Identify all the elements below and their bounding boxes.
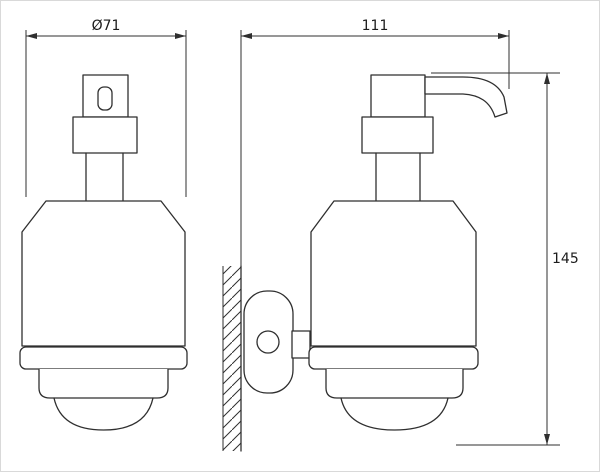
pump-head-side	[370, 74, 426, 118]
mount-screw	[256, 330, 280, 354]
pump-collar-side	[361, 116, 434, 154]
arrowhead-right	[498, 33, 509, 39]
dimension-height: 145	[431, 72, 579, 446]
arrowhead-left	[241, 33, 252, 39]
height-dimension-label: 145	[552, 251, 579, 267]
wall-hatching	[223, 266, 241, 451]
front-view	[19, 74, 188, 431]
arrowhead-top	[544, 73, 550, 84]
glass-bottom-dome-front	[53, 397, 154, 431]
pump-spout	[424, 76, 508, 118]
diameter-dimension-label: Ø71	[92, 18, 121, 34]
holder-ring-front	[19, 346, 188, 370]
width-dimension-label: 111	[362, 18, 389, 34]
glass-lower-rim-front	[38, 369, 169, 399]
side-view	[243, 74, 508, 431]
glass-lower-rim-side	[325, 369, 464, 399]
bottle-body-front	[21, 200, 186, 347]
glass-bottom-dome-side	[340, 397, 449, 431]
arrowhead-bottom	[544, 434, 550, 445]
arrowhead-left	[26, 33, 37, 39]
bottle-body-side	[310, 200, 477, 347]
wall-section	[222, 265, 242, 452]
pump-outlet-slot	[97, 86, 113, 111]
wall-mount-plate	[243, 290, 294, 394]
pump-collar-front	[72, 116, 138, 154]
holder-ring-side	[308, 346, 479, 370]
dimension-width: 111	[240, 18, 510, 266]
pump-head-front	[82, 74, 129, 118]
mount-arm	[291, 330, 311, 359]
arrowhead-right	[175, 33, 186, 39]
dimension-diameter: Ø71	[25, 18, 187, 197]
